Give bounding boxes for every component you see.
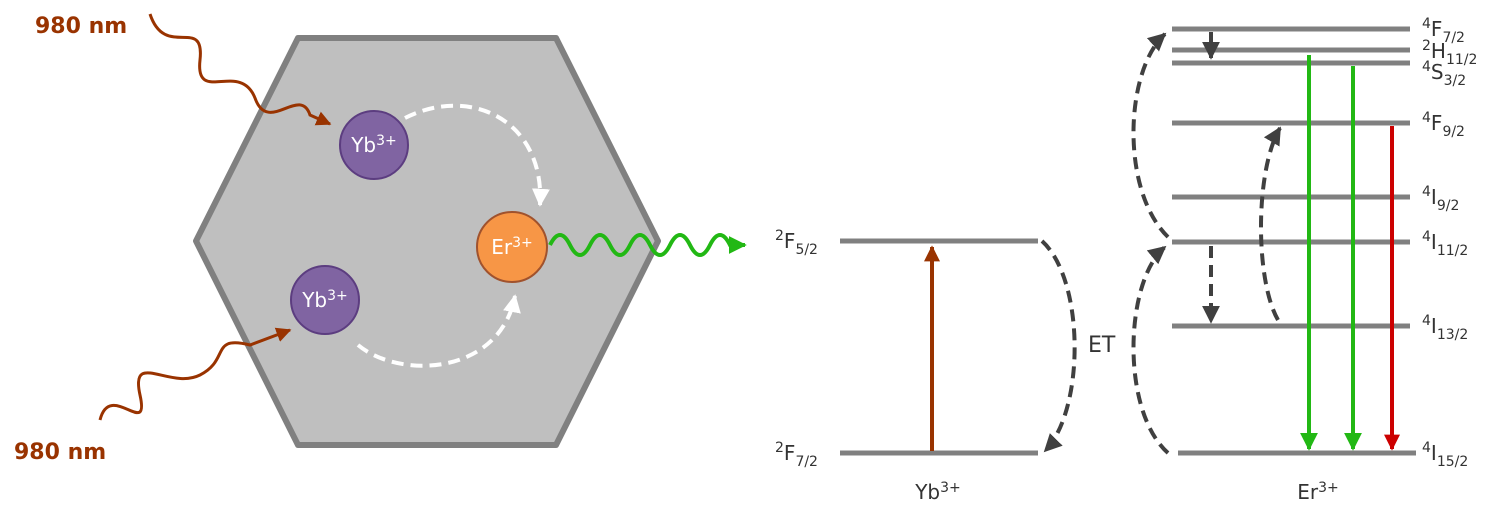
er-ion-label: Er3+	[1297, 480, 1339, 504]
er-ion-sup: 3+	[512, 235, 533, 251]
yb-ion-bottom-sup: 3+	[327, 288, 348, 304]
yb-ion-top: Yb3+	[339, 110, 409, 180]
svg-text:Er3+: Er3+	[491, 235, 533, 259]
yb-level-upper-label: 2F5/2	[775, 228, 818, 258]
er-level-4F7-2-label: 4F7/2	[1422, 16, 1465, 46]
energy-transfer-arc-top	[404, 103, 550, 207]
er-level-4I15-2-label: 4I15/2	[1422, 440, 1468, 470]
pump-label-top: 980 nm	[35, 14, 127, 39]
er-ion-base: Er	[491, 235, 513, 259]
pump-photon-wave-top	[148, 13, 332, 126]
svg-text:Yb3+: Yb3+	[301, 288, 348, 312]
yb-ion-top-sup: 3+	[376, 133, 397, 149]
er-ion: Er3+	[476, 211, 548, 283]
yb-level-lower-label: 2F7/2	[775, 440, 818, 470]
er-excitation-arrow-middle	[1259, 126, 1282, 321]
yb-ion-bottom-base: Yb	[301, 288, 327, 312]
er-excitation-arrow-upper	[1131, 32, 1170, 239]
er-level-4I11-2-label: 4I11/2	[1422, 229, 1468, 259]
et-label: ET	[1088, 333, 1116, 358]
pump-photon-wave-bottom	[98, 327, 292, 421]
pump-label-bottom: 980 nm	[14, 440, 106, 465]
et-dashed-arrow	[1040, 239, 1077, 453]
er-excitation-arrow-lower	[1131, 245, 1170, 455]
yb-ion-top-base: Yb	[350, 133, 376, 157]
emission-photon-wave	[548, 233, 747, 257]
er-level-4I9-2-label: 4I9/2	[1422, 184, 1459, 214]
hexagonal-nanoparticle	[193, 35, 661, 448]
er-level-4F9-2-label: 4F9/2	[1422, 110, 1465, 140]
er-level-4S3-2-label: 4S3/2	[1422, 59, 1466, 89]
svg-text:Yb3+: Yb3+	[350, 133, 397, 157]
energy-transfer-arc-bottom	[356, 294, 521, 368]
yb-ion-bottom: Yb3+	[290, 265, 360, 335]
er-level-2H11-2-label: 2H11/2	[1422, 38, 1477, 68]
yb-ion-label: Yb3+	[914, 480, 961, 504]
er-level-4I13-2-label: 4I13/2	[1422, 313, 1468, 343]
